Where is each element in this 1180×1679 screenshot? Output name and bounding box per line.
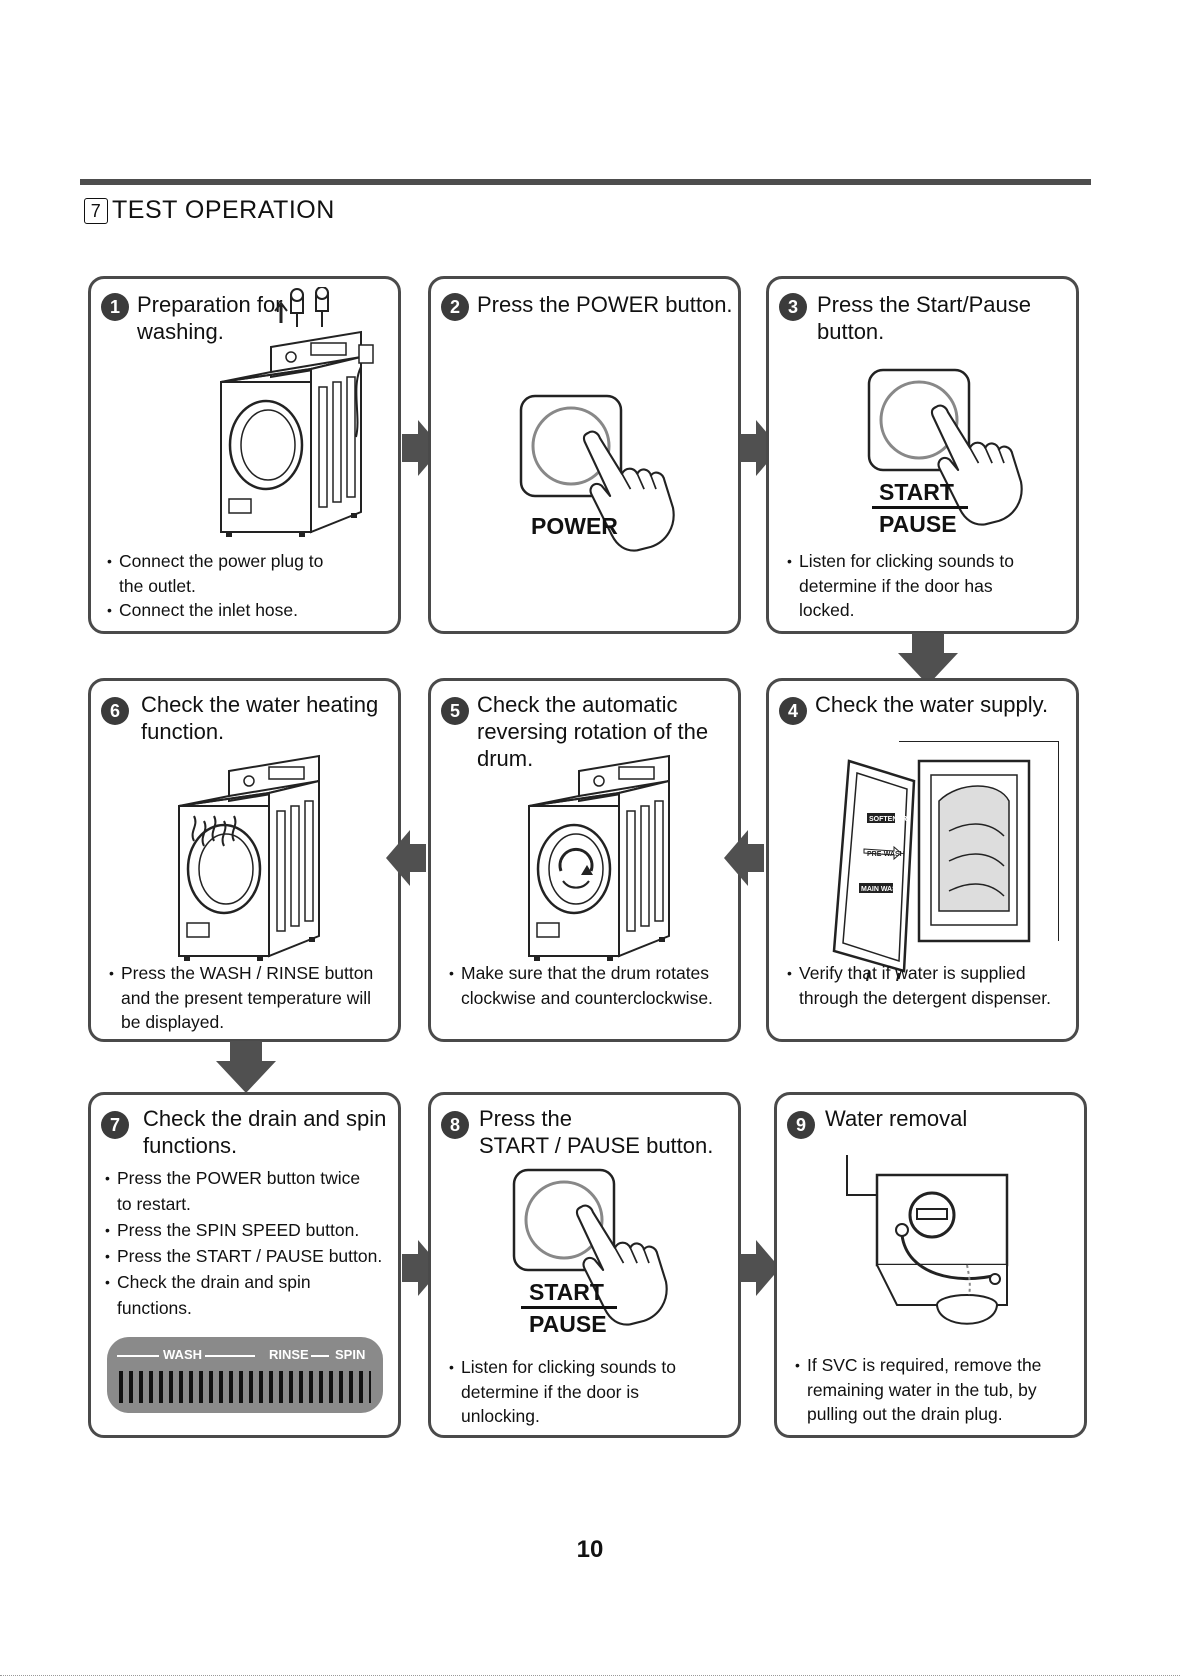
detergent-dispenser-illustration: SOFTENER PRE-WASH MAIN WASH	[832, 741, 1059, 981]
softener-label: SOFTENER	[869, 816, 907, 823]
arrow-left-5-6	[386, 830, 426, 886]
mainwash-label: MAIN WASH	[861, 886, 902, 893]
header-rule	[80, 179, 1091, 185]
start-label: START	[529, 1279, 604, 1305]
arrow-down-6-7	[216, 1041, 276, 1093]
pause-label: PAUSE	[879, 511, 957, 537]
section-title: TEST OPERATION	[112, 196, 335, 224]
step-2-card: 2 Press the POWER button. POWER	[428, 276, 741, 634]
arrow-left-4-5	[724, 830, 764, 886]
pause-label: PAUSE	[529, 1311, 607, 1337]
step-3-badge: 3	[779, 293, 807, 321]
step-4-bullets: Verify that if water is suppliedthrough …	[787, 961, 1051, 1010]
step-2-title: Press the POWER button.	[477, 292, 733, 317]
cycle-progress-display: WASH RINSE SPIN	[107, 1337, 383, 1413]
step-5-badge: 5	[441, 697, 469, 725]
step-6-badge: 6	[101, 697, 129, 725]
progress-segments	[119, 1371, 371, 1403]
step-4-title: Check the water supply.	[815, 692, 1049, 717]
list-item: Connect the power plug to	[107, 549, 323, 574]
drain-plug-illustration	[846, 1155, 1009, 1325]
start-pause-button-illustration	[867, 368, 1023, 526]
step-1-badge: 1	[101, 293, 129, 321]
step-2-badge: 2	[441, 293, 469, 321]
step-9-card: 9 Water removal If SVC is required, remo…	[774, 1092, 1087, 1438]
list-item: Press the START / PAUSE button.	[105, 1243, 382, 1269]
list-item: If SVC is required, remove theremaining …	[795, 1353, 1041, 1427]
rinse-label: RINSE	[269, 1347, 309, 1362]
washer-heating-illustration	[177, 754, 321, 963]
power-button-illustration	[519, 394, 675, 552]
start-pause-divider	[521, 1306, 617, 1309]
list-item: the outlet.	[119, 575, 196, 596]
step-1-bullets: Connect the power plug to the outlet. Co…	[107, 549, 323, 623]
list-item: Connect the inlet hose.	[107, 598, 323, 623]
prewash-label: PRE-WASH	[867, 851, 905, 858]
spin-label: SPIN	[335, 1347, 366, 1362]
step-8-badge: 8	[441, 1111, 469, 1139]
start-pause-button-illustration	[512, 1168, 668, 1326]
step-5-bullets: Make sure that the drum rotatesclockwise…	[449, 961, 713, 1010]
section-heading: 7 TEST OPERATION	[84, 196, 335, 225]
list-item: Make sure that the drum rotatesclockwise…	[449, 961, 713, 1010]
section-number: 7	[84, 197, 108, 224]
start-pause-divider	[872, 506, 968, 509]
list-item: Press the SPIN SPEED button.	[105, 1217, 382, 1243]
step-9-bullets: If SVC is required, remove theremaining …	[795, 1353, 1041, 1427]
start-label: START	[879, 479, 954, 505]
power-label: POWER	[531, 513, 618, 539]
wash-label: WASH	[163, 1347, 202, 1362]
list-item: Verify that if water is suppliedthrough …	[787, 961, 1051, 1010]
washer-rotation-illustration	[527, 754, 671, 963]
arrow-down-3-4	[898, 633, 958, 685]
step-7-badge: 7	[101, 1111, 129, 1139]
step-9-badge: 9	[787, 1111, 815, 1139]
step-4-card: 4 Check the water supply. SOFTENER PRE-W…	[766, 678, 1079, 1042]
washer-connection-illustration	[219, 287, 374, 537]
step-4-badge: 4	[779, 697, 807, 725]
page-number: 10	[576, 1536, 604, 1563]
step-9-title: Water removal	[825, 1106, 968, 1131]
page-bottom-divider	[0, 1675, 1180, 1676]
